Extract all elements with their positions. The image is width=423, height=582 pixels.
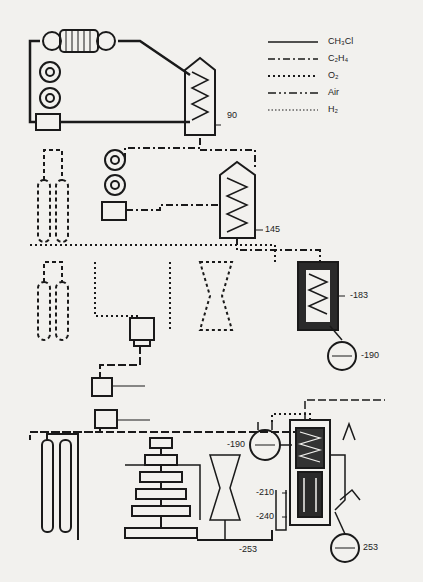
temperature-label: -183 [349, 290, 369, 301]
motor-box [95, 410, 117, 428]
temperature-label: 90 [226, 110, 238, 121]
legend-text: H₂ [328, 104, 338, 115]
legend-line-sample [268, 58, 318, 60]
temperature-label: -190 [360, 350, 380, 361]
storage-cylinders [38, 150, 68, 340]
temperature-label: 253 [362, 542, 379, 553]
dewar-flask [328, 342, 356, 370]
legend-line-sample [268, 75, 318, 77]
legend-text: C₂H₄ [328, 53, 348, 64]
compressor-stack [125, 438, 197, 538]
dewar-flask [250, 422, 280, 460]
condenser-coil [43, 30, 115, 52]
legend-text: Air [328, 87, 339, 98]
temperature-label: -190 [226, 439, 246, 450]
storage-cylinders [42, 434, 78, 540]
heat-exchanger [220, 162, 255, 238]
heat-exchanger [200, 262, 232, 330]
heat-exchanger [210, 455, 240, 520]
motor-box [92, 378, 112, 396]
legend-line-sample [268, 92, 318, 94]
temperature-label: -253 [238, 544, 258, 555]
compressor [36, 62, 60, 130]
heat-exchanger [298, 262, 338, 330]
temperature-label: 145 [264, 224, 281, 235]
liquefier-column [276, 420, 330, 530]
dewar-flask [331, 534, 359, 562]
legend-text: CH₃Cl [328, 36, 353, 47]
compressor [102, 150, 126, 220]
temperature-label: -240 [255, 511, 275, 522]
legend-text: O₂ [328, 70, 339, 81]
legend-line-sample [268, 41, 318, 43]
temperature-label: -210 [255, 487, 275, 498]
heat-exchanger [185, 58, 215, 135]
legend-line-sample [268, 109, 318, 110]
compressor [130, 318, 154, 346]
